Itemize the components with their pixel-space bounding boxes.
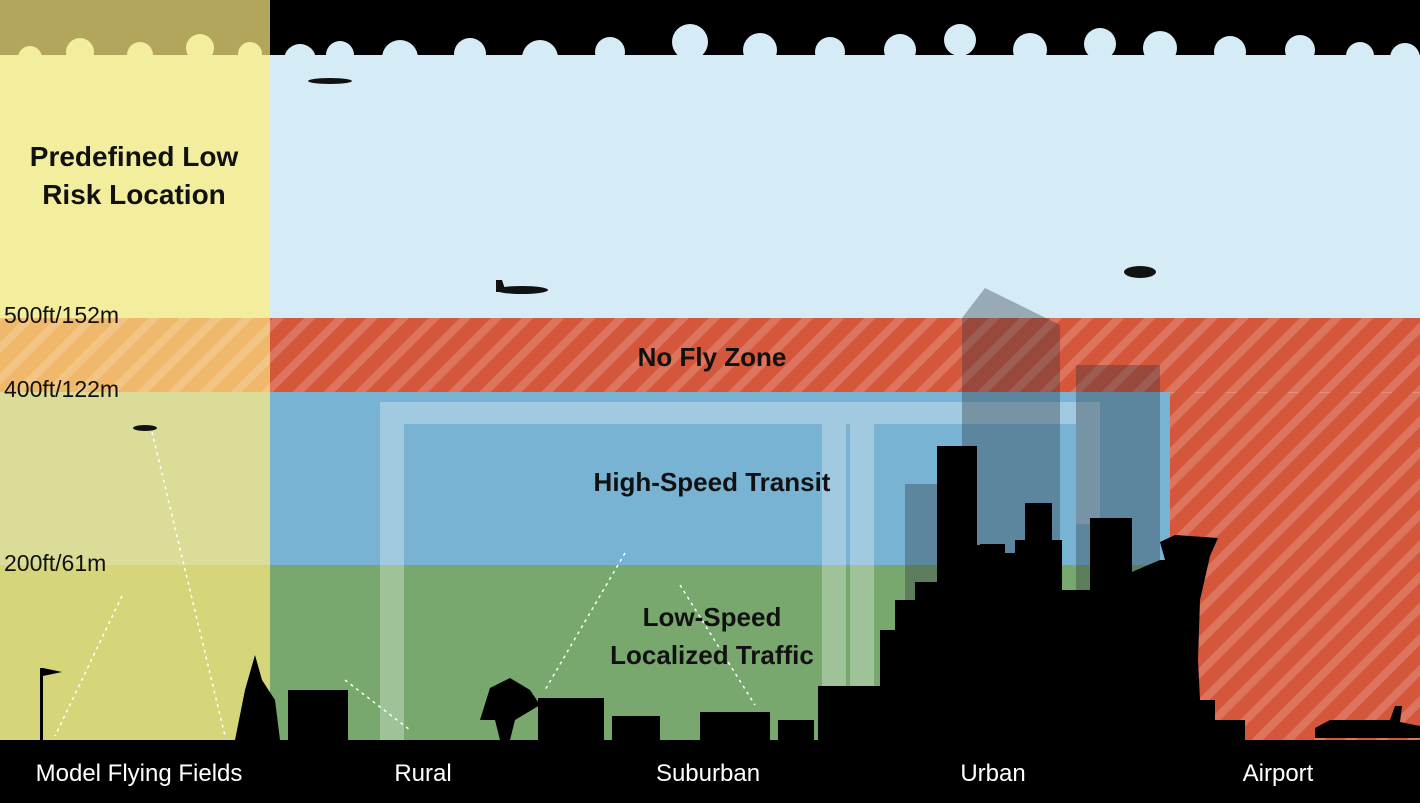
clouds (284, 24, 1420, 76)
ground-label-suburban: Suburban (655, 760, 761, 787)
altitude-200ft: 200ft/61m (4, 550, 107, 576)
altitude-500ft: 500ft/152m (4, 302, 120, 328)
sky-zone (270, 55, 1420, 318)
tether-lines (54, 431, 756, 737)
low-speed-label-line1: Low-Speed (642, 602, 782, 632)
ground-label-airport: Airport (1242, 760, 1314, 787)
low-risk-location-title: Predefined Low Risk Location (29, 141, 239, 210)
ground-label-rural: Rural (394, 760, 452, 787)
high-speed-zone (270, 392, 1170, 566)
ground-label-model-flying-fields: Model Flying Fields (35, 760, 243, 787)
high-speed-transit-label: High-Speed Transit (593, 467, 831, 497)
altitude-400ft: 400ft/122m (4, 376, 120, 402)
low-speed-label-line2: Localized Traffic (610, 640, 814, 670)
no-fly-zone-label: No Fly Zone (637, 342, 787, 372)
aircraft (133, 78, 1156, 431)
skyline (0, 446, 1420, 803)
ground-label-urban: Urban (960, 760, 1026, 787)
